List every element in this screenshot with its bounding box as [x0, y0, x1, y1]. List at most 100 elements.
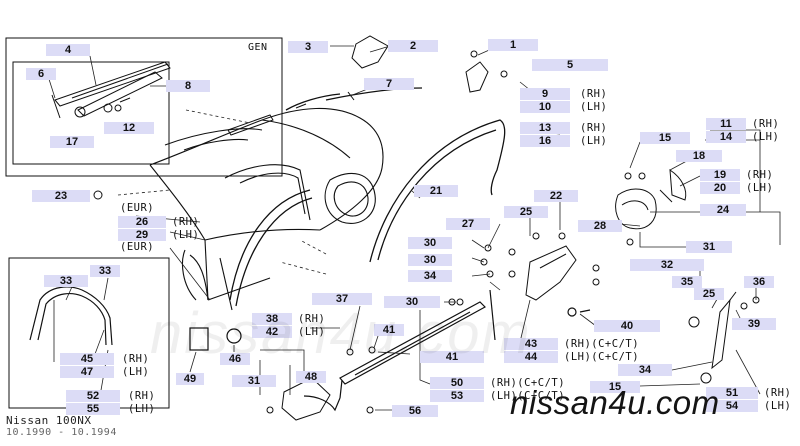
- callout-30-c: 30: [384, 296, 440, 308]
- callout-23: 23: [32, 190, 90, 202]
- arch-moldings: [229, 87, 506, 307]
- mudguard-inset-box: [8, 257, 170, 409]
- mudguard-right: [615, 169, 687, 246]
- note-10: (LH): [580, 101, 608, 113]
- inset-group-label: GEN: [248, 42, 268, 53]
- callout-38: 38: [252, 313, 292, 325]
- callout-31-bottom: 31: [232, 375, 276, 387]
- callout-27: 27: [446, 218, 490, 230]
- callout-33-left: 33: [44, 275, 88, 287]
- callout-22: 22: [534, 190, 578, 202]
- callout-37: 37: [312, 293, 372, 305]
- note-54: (LH): [764, 400, 792, 412]
- callout-35: 35: [672, 276, 702, 288]
- callout-20: 20: [700, 182, 740, 194]
- callout-10: 10: [520, 101, 570, 113]
- callout-46: 46: [220, 353, 250, 365]
- note-16: (LH): [580, 135, 608, 147]
- callout-29: 29: [118, 229, 166, 241]
- site-watermark: nissan4u.com: [510, 384, 720, 421]
- callout-16: 16: [520, 135, 570, 147]
- note-23: (EUR): [120, 202, 155, 214]
- note-44: (LH)(C+C/T): [564, 351, 640, 363]
- inset-arch: [29, 286, 242, 351]
- callout-9: 9: [520, 88, 570, 100]
- note-52: (RH): [128, 390, 156, 402]
- note-29-eur: (EUR): [120, 241, 155, 253]
- callout-51: 51: [706, 387, 758, 399]
- callout-15-top: 15: [640, 132, 690, 144]
- callout-28: 28: [578, 220, 622, 232]
- note-55: (LH): [128, 403, 156, 415]
- note-38: (RH): [298, 313, 326, 325]
- callout-40: 40: [594, 320, 660, 332]
- side-sill-molding: [303, 289, 591, 412]
- callout-13: 13: [520, 122, 570, 134]
- wiper-assembly: [51, 61, 274, 136]
- callout-6: 6: [26, 68, 56, 80]
- production-dates: 10.1990 - 10.1994: [6, 427, 117, 438]
- callout-18: 18: [676, 150, 722, 162]
- note-11: (RH): [752, 118, 780, 130]
- callout-49: 49: [176, 373, 204, 385]
- wiper-inset-box: [5, 37, 283, 177]
- callout-45: 45: [60, 353, 114, 365]
- callout-21: 21: [414, 185, 458, 197]
- note-43: (RH)(C+C/T): [564, 338, 640, 350]
- callout-25-right: 25: [694, 288, 724, 300]
- callout-42: 42: [252, 326, 292, 338]
- callout-34-mid: 34: [408, 270, 452, 282]
- callout-14: 14: [706, 131, 746, 143]
- note-53: (LH)(C+C/T): [490, 390, 566, 402]
- callout-15-bottom: 15: [590, 381, 640, 393]
- callout-41-upper: 41: [374, 324, 404, 336]
- note-19: (RH): [746, 169, 774, 181]
- note-50: (RH)(C+C/T): [490, 377, 566, 389]
- callout-41-lower: 41: [420, 351, 484, 363]
- note-9: (RH): [580, 88, 608, 100]
- callout-32: 32: [630, 259, 704, 271]
- callout-36: 36: [744, 276, 774, 288]
- callout-25-mid: 25: [504, 206, 548, 218]
- callout-33-right: 33: [90, 265, 120, 277]
- callout-8: 8: [166, 80, 210, 92]
- callout-19: 19: [700, 169, 740, 181]
- callout-30-b: 30: [408, 254, 452, 266]
- note-26: (RH): [172, 216, 200, 228]
- callout-34-right: 34: [618, 364, 672, 376]
- callout-56: 56: [392, 405, 438, 417]
- callout-47: 47: [60, 366, 114, 378]
- model-name: Nissan 100NX: [6, 414, 92, 427]
- note-47: (LH): [122, 366, 150, 378]
- callout-50: 50: [430, 377, 484, 389]
- callout-30-a: 30: [408, 237, 452, 249]
- note-45: (RH): [122, 353, 150, 365]
- callout-31-right: 31: [686, 241, 732, 253]
- callout-12: 12: [104, 122, 154, 134]
- note-20: (LH): [746, 182, 774, 194]
- callout-43: 43: [504, 338, 558, 350]
- callout-4: 4: [46, 44, 90, 56]
- callout-53: 53: [430, 390, 484, 402]
- callout-11: 11: [706, 118, 746, 130]
- callout-3: 3: [288, 41, 328, 53]
- callout-1: 1: [488, 39, 538, 51]
- callout-55: 55: [66, 403, 120, 415]
- callout-24: 24: [700, 204, 746, 216]
- callout-26: 26: [118, 216, 166, 228]
- callout-54: 54: [706, 400, 758, 412]
- callout-52: 52: [66, 390, 120, 402]
- note-14: (LH): [752, 131, 780, 143]
- callout-17: 17: [50, 136, 94, 148]
- note-51: (RH): [764, 387, 792, 399]
- callout-48: 48: [296, 371, 326, 383]
- car-body-outline: [149, 107, 384, 311]
- callout-2: 2: [388, 40, 438, 52]
- callout-5: 5: [532, 59, 608, 71]
- note-42: (LH): [298, 326, 326, 338]
- callout-39: 39: [732, 318, 776, 330]
- callout-7: 7: [364, 78, 414, 90]
- callout-44: 44: [504, 351, 558, 363]
- faint-watermark: nissan4u.com: [150, 301, 532, 366]
